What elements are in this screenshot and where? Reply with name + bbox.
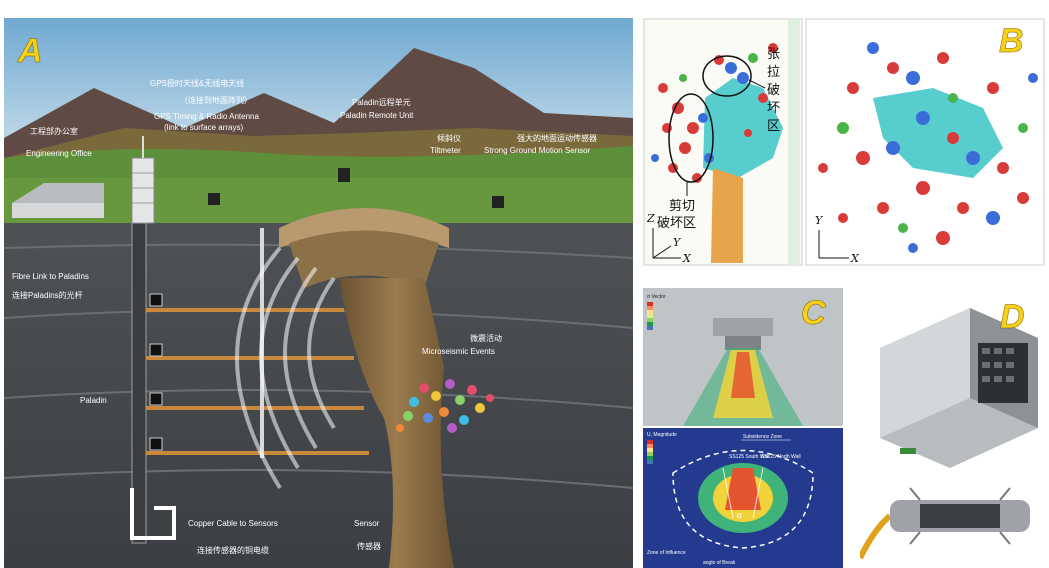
left-axis-x: X <box>682 252 692 265</box>
bottom-legend: U, Magnitude <box>647 432 677 464</box>
gps-tower-icon <box>131 136 155 224</box>
microseismic-label-en: Microseismic Events <box>422 347 495 356</box>
tiltmeter-label-en: Tiltmeter <box>430 146 461 155</box>
fibre-label-en: Fibre Link to Paladins <box>12 272 89 281</box>
svg-text:拉: 拉 <box>767 65 780 80</box>
mine-shaft <box>131 222 147 544</box>
tension-zone-label: 张 拉 破 坏 区 <box>767 47 780 134</box>
panel-b-tag: B <box>999 22 1024 60</box>
panel-c-numerical-model: σ Vector Subsidence Zone SS125 South Wal… <box>643 288 843 568</box>
microseismic-label-cn: 微震活动 <box>470 333 502 343</box>
remote-unit-label-cn: Paladin远程单元 <box>352 97 411 107</box>
svg-text:坏: 坏 <box>767 101 780 116</box>
panel-d-hardware: D <box>860 288 1045 568</box>
svg-text:破坏区: 破坏区 <box>657 216 696 231</box>
paladin-label: Paladin <box>80 396 107 405</box>
strong-motion-label-cn: 强大的地面运动传感器 <box>517 133 597 143</box>
panel-b-plot: 张 拉 破 坏 区 剪切 破坏区 Z Y X Y X B <box>643 18 1045 266</box>
paladin-unit-photo <box>880 308 1038 468</box>
sensor-label-cn: 传感器 <box>357 541 381 551</box>
left-axis-triad <box>652 228 681 259</box>
subsidence-zone-label: Subsidence Zone <box>743 434 782 440</box>
paladin-remote-unit-icon <box>338 168 350 182</box>
sensor-label-en: Sensor <box>354 519 380 528</box>
svg-text:破: 破 <box>767 83 780 98</box>
gps-label-cn: GPS授时天线&无线电天线 <box>150 78 244 88</box>
svg-text:σ Vector: σ Vector <box>647 294 666 300</box>
geophone-sensor-photo <box>860 487 1030 560</box>
right-sphere-cluster <box>818 42 1038 253</box>
right-axis-y: Y <box>815 214 824 227</box>
panel-a-illustration: GPS授时天线&无线电天线 （连接到地面阵列） GPS Timing & Rad… <box>4 18 633 568</box>
svg-text:U, Magnitude: U, Magnitude <box>647 432 677 438</box>
angle-of-break-label: angle of Break <box>703 560 736 566</box>
seismic-waves <box>235 246 336 490</box>
office-label-cn: 工程部办公室 <box>30 126 78 136</box>
copper-cable-label-cn: 连接传感器的铜电缆 <box>197 545 269 555</box>
copper-cable-label-en: Copper Cable to Sensors <box>188 519 278 528</box>
shear-zone-label: 剪切 破坏区 <box>657 198 696 231</box>
mine-levels <box>146 308 369 455</box>
panel-c-plot: σ Vector Subsidence Zone SS125 South Wal… <box>643 288 843 568</box>
ground-motion-sensor-icon <box>492 196 504 208</box>
panel-d-tag: D <box>1000 298 1025 336</box>
office-label-en: Engineering Office <box>26 149 92 158</box>
left-axis-z: Z <box>646 212 655 225</box>
right-axis-triad <box>818 230 849 259</box>
panel-b-failure-zones: 张 拉 破 坏 区 剪切 破坏区 Z Y X Y X B <box>643 18 1045 266</box>
north-wall-label: SS125 North Wall <box>761 454 801 460</box>
panel-c-tag: C <box>801 294 826 332</box>
engineering-office-icon <box>12 183 104 218</box>
zone-of-influence-label: Zone of Influence <box>647 550 686 556</box>
panel-d-photos: D <box>860 298 1038 560</box>
fibre-label-cn: 连接Paladins的光杆 <box>12 290 83 300</box>
top-legend: σ Vector <box>647 294 666 330</box>
tiltmeter-label-cn: 倾斜仪 <box>437 133 461 143</box>
gps-label-cn2: （连接到地面阵列） <box>180 95 252 105</box>
panel-a-mine-monitoring: GPS授时天线&无线电天线 （连接到地面阵列） GPS Timing & Rad… <box>4 18 633 568</box>
gps-label-en2: (link to surface arrays) <box>164 123 243 132</box>
svg-text:区: 区 <box>767 119 780 134</box>
microseismic-event-cluster <box>396 379 494 433</box>
strong-motion-label-en: Strong Ground Motion Sensor <box>484 146 591 155</box>
alpha-label: α <box>737 511 742 520</box>
right-axis-x: X <box>850 252 860 265</box>
left-axis-y: Y <box>673 236 682 249</box>
south-wall-label: SS125 South Wall <box>729 454 769 460</box>
remote-unit-label-en: Paladin Remote Unit <box>340 111 414 120</box>
surface-sensor-icon <box>208 193 220 205</box>
svg-text:张: 张 <box>767 47 780 62</box>
gps-label-en: GPS Timing & Radio Antenna <box>154 112 260 121</box>
panel-a-tag: A <box>17 32 43 70</box>
svg-text:剪切: 剪切 <box>669 198 695 214</box>
